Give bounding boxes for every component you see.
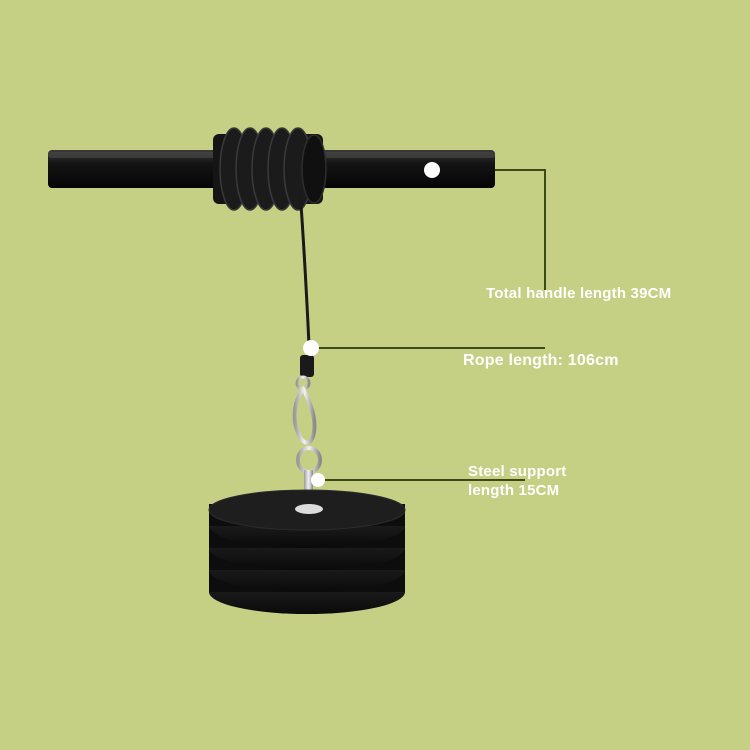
handle-marker-dot	[424, 162, 440, 178]
plate-center-hole	[295, 504, 323, 514]
rope-length-label: Rope length: 106cm	[463, 352, 619, 369]
steel-support-label-line1: Steel support	[468, 463, 567, 480]
rope-spool	[213, 127, 327, 211]
steel-support-label-line2: length 15CM	[468, 482, 560, 499]
carabiner-hook	[292, 355, 322, 508]
marker-dots	[303, 162, 440, 487]
rope-marker-dot	[303, 340, 319, 356]
steel-support-label: Steel support length 15CM	[468, 462, 566, 500]
steel-support-marker-dot	[311, 473, 325, 487]
weight-plates	[208, 489, 406, 614]
rope	[298, 189, 311, 346]
handle-length-label: Total handle length 39CM	[486, 285, 672, 302]
